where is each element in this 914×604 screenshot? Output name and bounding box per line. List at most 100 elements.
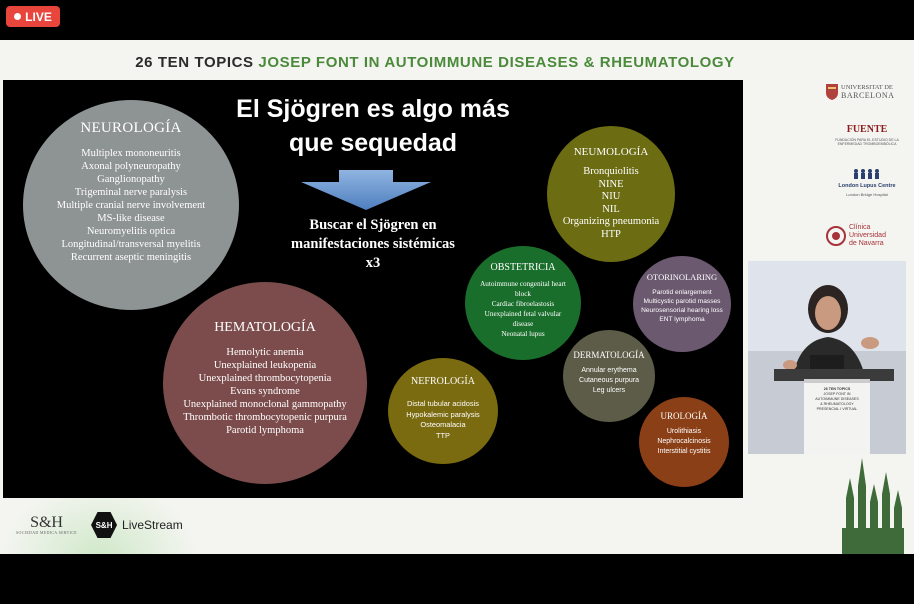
cun-line1: Clínica: [849, 224, 871, 231]
sh-logo-sub: SOCIEDAD MEDICA SERVICE: [16, 529, 78, 535]
circle-item: Axonal polyneuropathy: [81, 161, 181, 172]
speaker-video: 26 TEN TOPICS JOSEP FONT IN AUTOIMMUNE D…: [748, 261, 906, 454]
circle-item: Distal tubular acidosis: [407, 399, 479, 408]
conference-prefix: 26 TEN TOPICS: [135, 54, 254, 71]
fuente-sub: FUNDACIÓN PARA EL ESTUDIO DE LA ENFERMED…: [835, 138, 899, 146]
buscar-line3: x3: [365, 255, 381, 271]
circle-item: Organizing pneumonia: [562, 216, 660, 227]
circle-item: Hypokalemic paralysis: [406, 409, 480, 419]
circle-item: Unexplained thrombocytopenia: [198, 373, 332, 384]
circle-item: Bronquiolitis: [583, 166, 639, 177]
livestream-label: LiveStream: [122, 518, 183, 532]
circle-item: NIL: [602, 203, 620, 215]
podium-line4: & RHEUMATOLOGY: [820, 402, 854, 406]
sponsor-london-lupus: London Lupus Centre London Bridge Hospit…: [826, 168, 908, 197]
lupus-sub: London Bridge Hospital: [846, 192, 888, 197]
live-badge: LIVE: [6, 6, 60, 27]
buscar-line1: Buscar el Sjögren en: [309, 217, 437, 233]
presentation-slide: El Sjögren es algo más que sequedad Busc…: [3, 80, 743, 498]
ub-line1: UNIVERSITAT DE: [841, 84, 893, 91]
circle-item: NINE: [598, 178, 624, 190]
ub-shield-icon: [826, 84, 838, 100]
circle-item: Unexplained fetal valvular: [484, 310, 562, 318]
live-label: LIVE: [25, 9, 52, 24]
circle-title: OTORINOLARING: [646, 272, 718, 282]
sh-logo: S&H SOCIEDAD MEDICA SERVICE: [16, 513, 78, 535]
buscar-line2: manifestaciones sistémicas: [291, 236, 455, 252]
conference-highlight: JOSEP FONT IN AUTOIMMUNE DISEASES & RHEU…: [258, 54, 735, 71]
circle-item: NIU: [601, 191, 621, 202]
circle-item: Neonatal lupus: [501, 330, 545, 338]
lupus-name: London Lupus Centre: [838, 183, 896, 189]
circle-item: Cardiac fibroelastosis: [491, 300, 555, 308]
circle-title: OBSTETRICIA: [490, 262, 556, 273]
circle-item: Autoimmune congenital heart: [480, 280, 566, 288]
circle-item: Unexplained monoclonal gammopathy: [183, 399, 347, 410]
circle-title: UROLOGÍA: [660, 411, 708, 421]
buscar-text: Buscar el Sjögren en manifestaciones sis…: [253, 216, 493, 273]
circle-item: Cutaneous purpura: [579, 377, 639, 384]
circle-item: HTP: [601, 228, 621, 240]
circle-item: Parotid lymphoma: [226, 425, 304, 436]
circle-item: Annular erythema: [581, 367, 637, 374]
sponsor-universitat-barcelona: UNIVERSITAT DE BARCELONA: [826, 84, 908, 100]
cun-line3: de Navarra: [849, 240, 884, 247]
down-arrow-icon: [301, 170, 431, 210]
ub-line2: BARCELONA: [841, 91, 895, 100]
circle-title: HEMATOLOGÍA: [214, 320, 316, 335]
sponsor-fuente: FUENTE FUNDACIÓN PARA EL ESTUDIO DE LA E…: [826, 124, 908, 146]
circle-item: Urolithiasis: [666, 428, 702, 435]
lupus-figures-icon: [854, 169, 879, 179]
circle-item: Osteomalacia: [420, 420, 466, 429]
circle-item: disease: [512, 320, 534, 328]
sh-logo-text: S&H: [30, 513, 63, 531]
circle-item: Neurosensorial hearing loss: [641, 307, 723, 314]
slide-title-line2: que sequedad: [288, 129, 458, 157]
podium-line3: AUTOIMMUNE DISEASES: [815, 397, 859, 401]
circle-item: Recurrent aseptic meningitis: [70, 252, 192, 263]
circle-item: Hemolytic anemia: [226, 347, 304, 358]
circle-item: Leg ulcers: [592, 387, 626, 394]
cun-line2: Universidad: [849, 232, 886, 239]
circle-item: Evans syndrome: [230, 386, 300, 397]
circle-item: Trigeminal nerve paralysis: [74, 187, 188, 198]
slide-title: El Sjögren es algo más que sequedad: [163, 92, 583, 160]
circle-item: Ganglionopathy: [97, 174, 165, 185]
circle-title: NEUMOLOGÍA: [573, 146, 649, 158]
circle-item: Multiple cranial nerve involvement: [56, 200, 206, 211]
circle-item: Unexplained leukopenia: [213, 360, 317, 371]
circle-item: Thrombotic thrombocytopenic purpura: [183, 412, 347, 423]
sponsor-clinica-navarra: Clínica Universidad de Navarra: [826, 224, 908, 248]
conference-title: 26 TEN TOPICS JOSEP FONT IN AUTOIMMUNE D…: [0, 54, 870, 71]
circle-item: ENT lymphoma: [659, 316, 705, 323]
podium-line2: JOSEP FONT IN: [823, 392, 851, 396]
slide-title-line1: El Sjögren es algo más: [236, 95, 510, 123]
podium-line1: 26 TEN TOPICS: [823, 387, 851, 391]
circle-item: Multicystic parotid masses: [643, 298, 721, 305]
circle-title: NEUROLOGÍA: [80, 120, 182, 136]
sagrada-familia-icon: [842, 458, 904, 554]
fuente-name: FUENTE: [846, 124, 888, 135]
circle-item: Longitudinal/transversal myelitis: [61, 239, 201, 250]
speaker-video-feed: [748, 261, 906, 454]
circle-item: Interstitial cystitis: [657, 448, 711, 455]
footer-logos: S&H SOCIEDAD MEDICA SERVICE S&H LiveStre…: [16, 512, 183, 538]
circle-title: DERMATOLOGÍA: [573, 350, 645, 360]
circle-item: MS-like disease: [97, 213, 165, 224]
stream-stage: 26 TEN TOPICS JOSEP FONT IN AUTOIMMUNE D…: [0, 40, 914, 554]
